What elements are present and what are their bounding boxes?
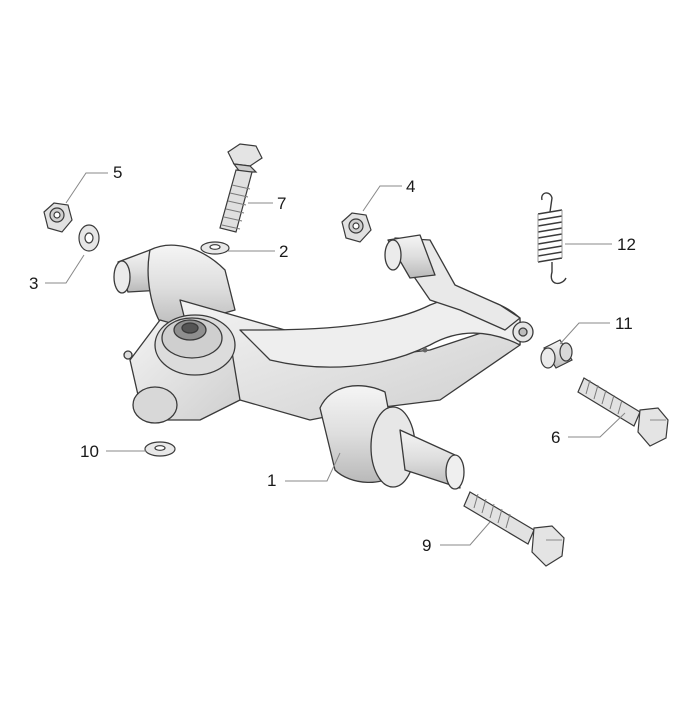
callout-5: 5 xyxy=(113,163,123,182)
washer-3-part xyxy=(78,224,100,252)
washer-10-part xyxy=(144,441,176,457)
callout-12: 12 xyxy=(617,235,636,254)
callout-1: 1 xyxy=(267,471,277,490)
washer-2-part xyxy=(200,241,230,255)
leader-3 xyxy=(45,254,85,284)
leader-4 xyxy=(362,185,402,212)
callout-3: 3 xyxy=(29,274,39,293)
nut-4-part xyxy=(341,212,372,243)
callout-9: 9 xyxy=(422,536,432,555)
nut-5-part xyxy=(43,202,73,233)
leader-11 xyxy=(559,322,610,345)
callout-6: 6 xyxy=(551,428,561,447)
bushing-11-part xyxy=(540,339,573,369)
callout-4: 4 xyxy=(406,177,416,196)
bolt-9-part xyxy=(463,491,565,567)
leader-lines xyxy=(45,172,626,546)
swing-arm-part xyxy=(113,234,534,490)
leader-6 xyxy=(568,412,626,438)
spring-12-part xyxy=(537,192,567,285)
callout-7: 7 xyxy=(277,194,287,213)
callout-11: 11 xyxy=(615,314,633,333)
leader-9 xyxy=(440,521,491,546)
callout-10: 10 xyxy=(80,442,99,461)
bolt-7-part xyxy=(219,143,263,233)
callout-2: 2 xyxy=(279,242,289,261)
leader-5 xyxy=(65,172,108,204)
bolt-6-part xyxy=(577,377,669,447)
leader-1 xyxy=(285,452,341,482)
